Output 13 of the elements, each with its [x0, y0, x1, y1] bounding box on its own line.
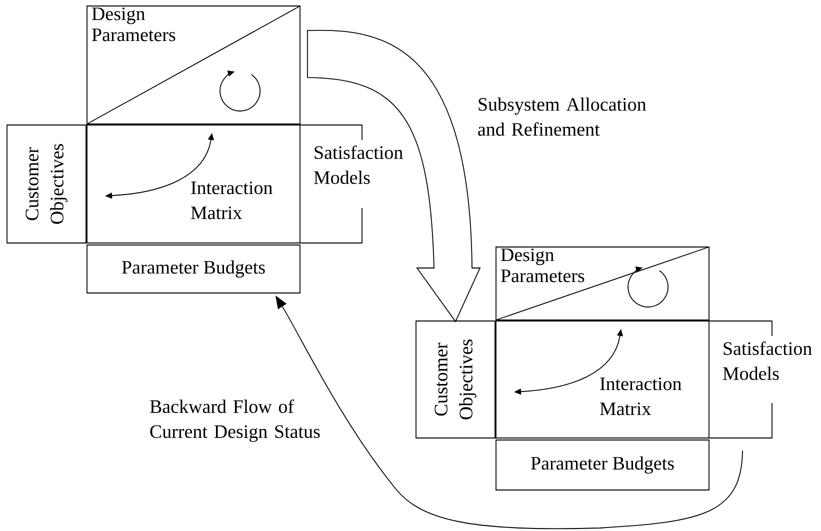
edge-label: Backward Flow of Current Design Status	[150, 399, 320, 442]
edge-label: Subsystem Allocation and Refinement	[478, 97, 646, 136]
parameters-box: Design Parameters	[496, 246, 710, 320]
objectives-box: Customer Objectives	[6, 124, 86, 244]
budgets-box: Parameter Budgets	[496, 440, 710, 490]
matrix-box: Interaction Matrix	[496, 320, 710, 438]
matrix-box: Interaction Matrix	[86, 124, 300, 244]
satisfaction-bracket: Satisfaction Models	[708, 320, 812, 438]
block-arrow	[307, 30, 480, 322]
parameters-box: Design Parameters	[86, 6, 300, 124]
budgets-box: Parameter Budgets	[86, 244, 300, 294]
objectives-box: Customer Objectives	[416, 320, 496, 438]
satisfaction-bracket: Satisfaction Models	[300, 124, 403, 244]
